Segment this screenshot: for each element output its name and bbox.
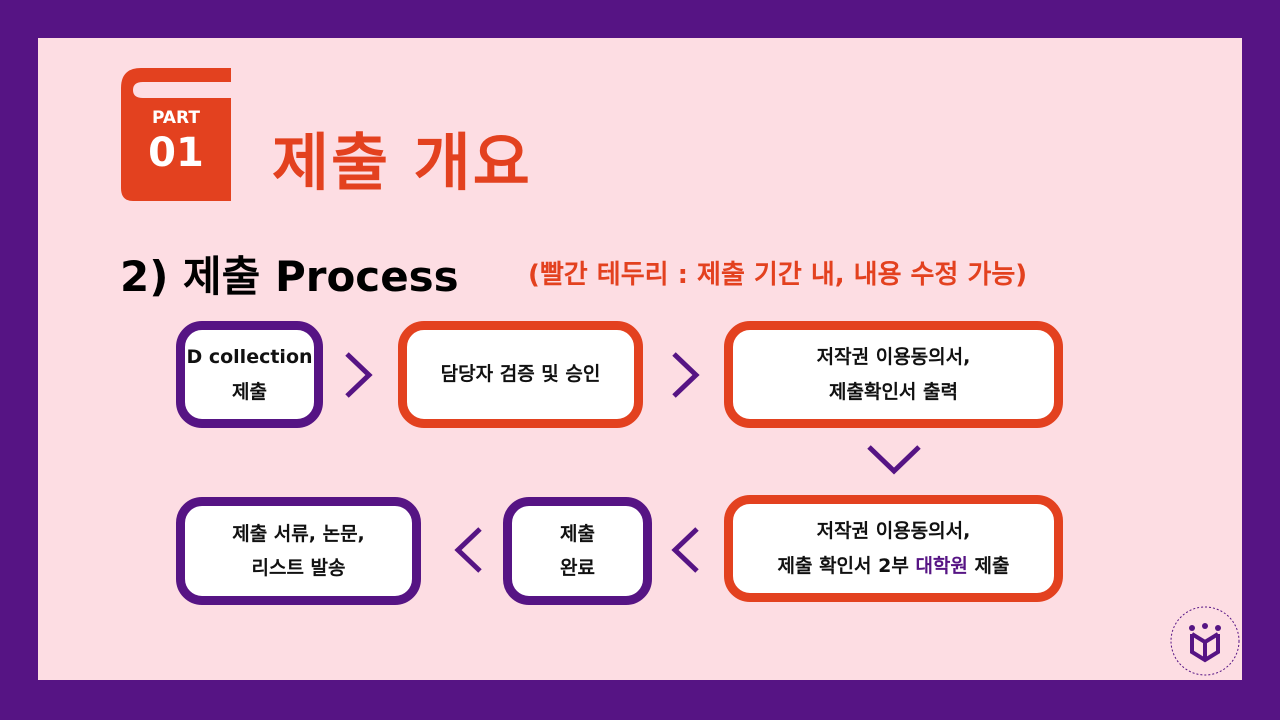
part-label: PART [152,108,200,128]
step-text: 완료 [560,557,595,579]
step-text: 제출 서류, 논문, [232,522,365,545]
chevron-left-icon [671,527,699,573]
section-title: 2) 제출 Process [120,252,459,301]
chevron-right-icon [672,352,700,398]
step-text: 제출 [967,554,1010,577]
step-text: 제출 [560,522,595,545]
step-submit: 저작권 이용동의서, 제출 확인서 2부 대학원 제출 [724,495,1063,602]
step-text: 제출확인서 출력 [829,380,958,403]
chevron-right-icon [345,352,373,398]
page-title: 제출 개요 [272,126,532,199]
step-text: 저작권 이용동의서, [816,520,971,543]
step-text: 담당자 검증 및 승인 [440,363,601,386]
step-d-collection: D collection 제출 [176,321,323,428]
step-text: 제출 [232,380,267,403]
chevron-down-icon [867,445,921,475]
book-icon [121,68,231,201]
step-approval: 담당자 검증 및 승인 [398,321,643,428]
part-number: 01 [148,130,204,176]
step-send: 제출 서류, 논문, 리스트 발송 [176,497,421,605]
chevron-left-icon [454,527,482,573]
step-text: 저작권 이용동의서, [816,346,971,369]
step-text: D collection [186,346,313,369]
step-text: 리스트 발송 [251,557,346,579]
step-print: 저작권 이용동의서, 제출확인서 출력 [724,321,1063,428]
highlight-text: 대학원 [915,554,968,577]
step-text: 제출 확인서 2부 [777,554,916,577]
university-logo [1170,606,1240,676]
section-note: (빨간 테두리 : 제출 기간 내, 내용 수정 가능) [528,260,1028,290]
